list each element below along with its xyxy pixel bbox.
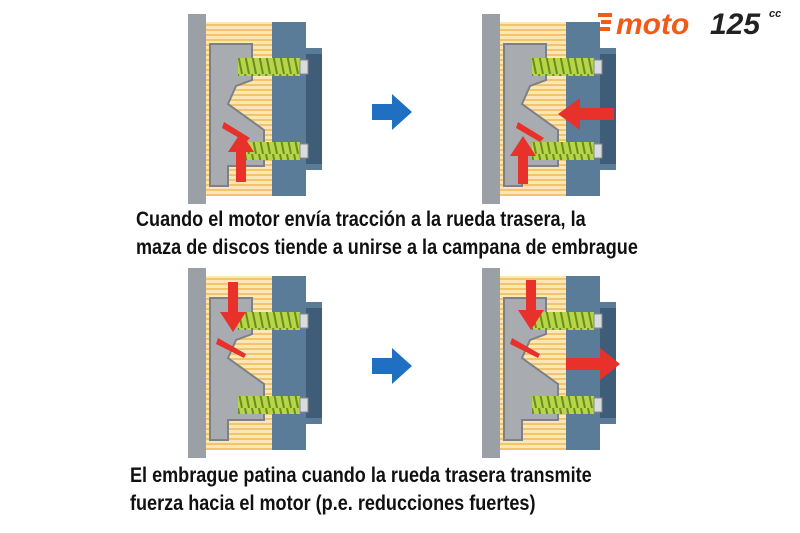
clutch-panel-traction-normal (188, 14, 323, 204)
ramp-contact-highlight (216, 338, 246, 358)
logo-suffix-text: cc (769, 8, 781, 20)
leftward-force-arrow (558, 98, 614, 130)
clutch-panel-traction-engaged (482, 14, 617, 204)
downward-force-arrow (220, 282, 246, 332)
flow-arrow-top (372, 94, 412, 130)
logo-number-text: 125 (710, 8, 761, 41)
upward-force-arrow (510, 136, 536, 184)
logo-speed-lines (598, 13, 612, 31)
ramp-contact-highlight (510, 338, 540, 358)
rightward-force-arrow (566, 348, 620, 380)
caption-traction-line-2: maza de discos tiende a unirse a la camp… (136, 236, 638, 259)
caption-backtorque-line-2: fuerza hacia el motor (p.e. reducciones … (130, 492, 536, 515)
logo-brand-text: moto (616, 8, 689, 41)
clutch-panel-backtorque-slipping (482, 268, 620, 458)
downward-force-arrow (518, 280, 544, 330)
caption-backtorque: El embrague patina cuando la rueda trase… (130, 462, 592, 518)
ramp-contact-highlight (516, 122, 544, 142)
caption-traction-line-1: Cuando el motor envía tracción a la rued… (136, 208, 586, 231)
flow-arrow-bottom (372, 348, 412, 384)
caption-backtorque-line-1: El embrague patina cuando la rueda trase… (130, 464, 592, 487)
clutch-panel-backtorque-normal (188, 268, 323, 458)
moto125-logo: moto 125 cc (598, 8, 781, 41)
caption-traction: Cuando el motor envía tracción a la rued… (136, 206, 638, 262)
upward-force-arrow (228, 132, 254, 182)
